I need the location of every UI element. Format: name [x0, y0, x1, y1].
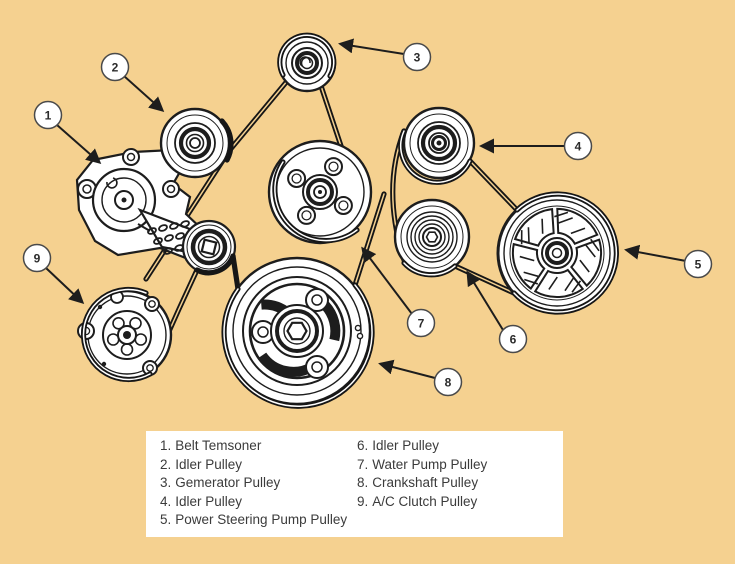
svg-text:9: 9 [34, 252, 41, 266]
callout-5: 5 [683, 249, 713, 279]
idler-pulley-2 [159, 107, 231, 179]
ac-clutch-pulley [77, 289, 173, 381]
legend-column-left: 1.Belt Temsoner 2.Idler Pulley 3.Gemerat… [160, 437, 357, 537]
svg-text:5: 5 [695, 258, 702, 272]
legend-item: 2.Idler Pulley [160, 456, 243, 472]
legend-box: 1.Belt Temsoner 2.Idler Pulley 3.Gemerat… [146, 431, 563, 537]
legend-item: 5.Power Steering Pump Pulley [160, 512, 348, 528]
svg-text:3: 3 [414, 51, 421, 65]
callout-1: 1 [33, 100, 63, 130]
callout-arrows [45, 38, 687, 379]
legend-item: 9.A/C Clutch Pulley [357, 493, 478, 509]
svg-text:4: 4 [575, 140, 582, 154]
tensioner-pulley [181, 219, 237, 275]
callout-3: 3 [402, 42, 432, 72]
legend-column-right: 6.Idler Pulley 7.Water Pump Pulley 8.Cra… [357, 437, 563, 537]
legend-item: 4.Idler Pulley [160, 493, 243, 509]
idler-pulley-6 [393, 198, 471, 276]
power-steering-pump-pulley [496, 192, 618, 314]
callout-8: 8 [433, 367, 463, 397]
belt-tensioner [75, 148, 237, 275]
legend-item: 7.Water Pump Pulley [357, 456, 488, 472]
callout-labels: 1 2 3 4 5 6 7 8 9 [22, 42, 713, 397]
svg-text:7: 7 [418, 317, 425, 331]
legend-item: 8.Crankshaft Pulley [357, 475, 479, 491]
legend-item: 6.Idler Pulley [357, 438, 440, 453]
serpentine-belt-wraps [80, 32, 619, 409]
water-pump-pulley [267, 139, 373, 245]
svg-text:8: 8 [445, 376, 452, 390]
generator-pulley [277, 33, 337, 93]
idler-pulley-4 [402, 106, 476, 180]
callout-4: 4 [563, 131, 593, 161]
svg-text:1: 1 [45, 109, 52, 123]
legend-item: 3.Gemerator Pulley [160, 475, 281, 491]
callout-9: 9 [22, 243, 52, 273]
callout-2: 2 [100, 52, 130, 82]
callout-6: 6 [498, 324, 528, 354]
svg-text:2: 2 [112, 61, 119, 75]
svg-text:6: 6 [510, 333, 517, 347]
callout-7: 7 [406, 308, 436, 338]
crankshaft-pulley [222, 256, 372, 406]
legend-item: 1.Belt Temsoner [160, 438, 262, 453]
